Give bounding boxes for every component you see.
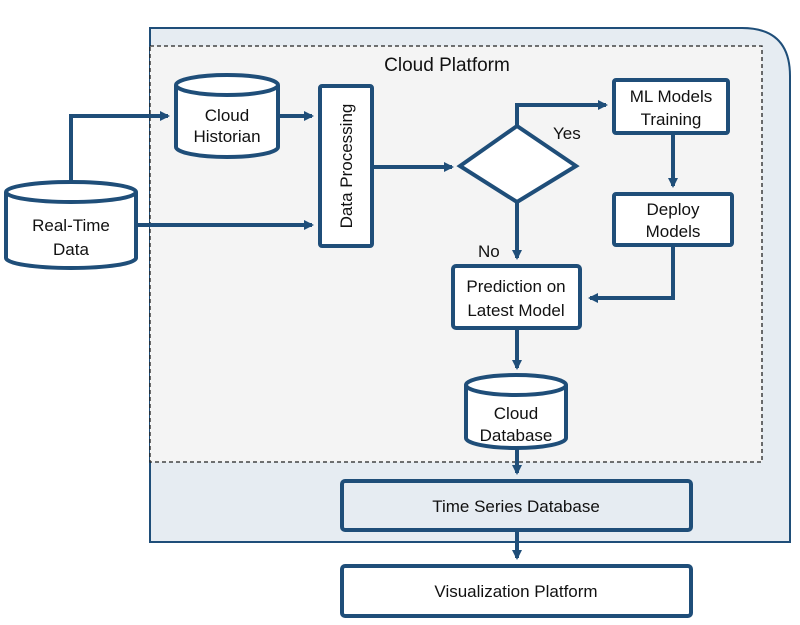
- edge-realtime-to-historian: [69, 111, 170, 186]
- realtime-label-line1: Real-Time: [32, 216, 110, 235]
- node-decision: Yes No: [456, 123, 581, 261]
- edge-decision-to-ml-training: [515, 100, 608, 126]
- ml-training-label-line1: ML Models: [630, 87, 713, 106]
- cloud-platform-title: Cloud Platform: [384, 55, 510, 76]
- decision-no-label: No: [478, 242, 500, 261]
- prediction-label-line2: Latest Model: [467, 301, 564, 320]
- node-data-processing: Data Processing: [318, 84, 374, 248]
- connectors: [69, 100, 678, 560]
- node-cloud-historian: Cloud Historian: [174, 73, 280, 159]
- node-time-series-database: Time Series Database: [340, 479, 693, 532]
- historian-label-line2: Historian: [193, 127, 260, 146]
- node-ml-models-training: ML Models Training: [612, 78, 730, 135]
- prediction-label-line1: Prediction on: [466, 277, 565, 296]
- edge-deploy-to-prediction: [588, 245, 675, 303]
- deploy-label-line1: Deploy: [647, 200, 700, 219]
- historian-label-line1: Cloud: [205, 106, 249, 125]
- decision-yes-label: Yes: [553, 124, 581, 143]
- tsdb-label: Time Series Database: [432, 497, 600, 516]
- cloud-db-label-line1: Cloud: [494, 404, 538, 423]
- node-cloud-database: Cloud Database: [464, 373, 568, 450]
- node-visualization-platform: Visualization Platform: [340, 564, 693, 618]
- deploy-label-line2: Models: [646, 222, 701, 241]
- node-realtime-data: Real-Time Data: [4, 180, 138, 270]
- node-deploy-models: Deploy Models: [612, 192, 734, 247]
- ml-training-label-line2: Training: [641, 110, 702, 129]
- node-prediction: Prediction on Latest Model: [451, 264, 582, 330]
- data-processing-label: Data Processing: [337, 104, 356, 229]
- cloud-db-label-line2: Database: [480, 426, 553, 445]
- realtime-label-line2: Data: [53, 240, 89, 259]
- viz-label: Visualization Platform: [434, 582, 597, 601]
